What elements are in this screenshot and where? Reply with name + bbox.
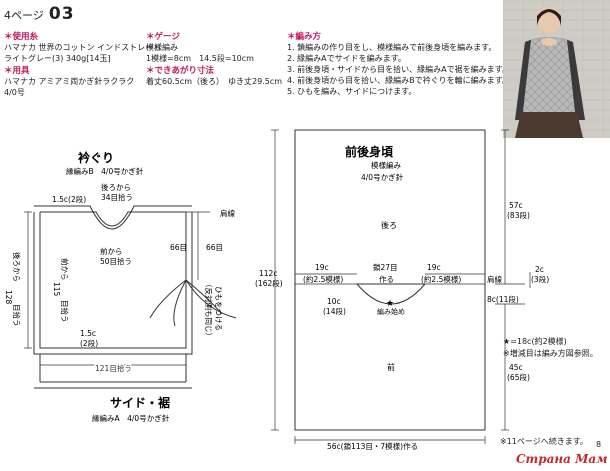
front-side-pickup: 前から 115 目拾う bbox=[52, 258, 70, 323]
method-step-4: 4. 前後身頃から目を拾い、縁編みBで衿ぐりを輪に編みます。 bbox=[287, 76, 510, 85]
back-pickup-1: 後ろから bbox=[101, 182, 131, 192]
top-rows-label: 1.5c(2段) bbox=[52, 194, 86, 204]
gauge-line-2: 1模様=8cm 14.5段=10cm bbox=[146, 54, 254, 63]
front-side-pick-2: 115 bbox=[52, 282, 61, 297]
strap-ties bbox=[149, 279, 237, 327]
gauge-line-1: 模様編み bbox=[146, 43, 178, 52]
model-illustration bbox=[503, 0, 610, 138]
body-diagram: 前後身頃 模様編み 4/0号かぎ針 後ろ 前 19c (約2.5模様) 19c … bbox=[255, 129, 549, 453]
back-side-pick-2: 128 bbox=[4, 290, 13, 305]
watermark: Страна Мам bbox=[516, 452, 608, 466]
body-title: 前後身頃 bbox=[345, 144, 394, 159]
yarn-line-2: ライトグレー(3) 340g[14玉] bbox=[4, 54, 111, 63]
method-step-5: 5. ひもを編み、サイドにつけます。 bbox=[287, 87, 417, 96]
front-pickup-2: 50目拾う bbox=[100, 256, 132, 266]
shoulder-label-right: 肩線 bbox=[487, 274, 502, 284]
right-2c-1: 2c bbox=[535, 265, 544, 274]
star-marker: ★ bbox=[386, 299, 394, 309]
page-label: 4ページ bbox=[4, 9, 44, 22]
back-side-pickup: 後ろから 128 目拾う bbox=[4, 252, 22, 327]
total-height-2: (162段) bbox=[255, 278, 283, 288]
gauge-block: ＊ゲージ 模様編み 1模様=8cm 14.5段=10cm ＊できあがり寸法 着丈… bbox=[146, 30, 282, 87]
neck-line bbox=[40, 211, 186, 227]
strap-note-1: ひもをつける bbox=[214, 286, 223, 331]
collar-edge bbox=[34, 205, 192, 230]
size-line: 着丈60.5cm（後ろ） ゆき丈29.5cm bbox=[146, 77, 283, 86]
side-pick-left: 66目 bbox=[170, 243, 187, 252]
method-block: ＊編み方 1. 鎖編みの作り目をし、模様編みで前後身頃を編みます。 2. 縁編み… bbox=[287, 30, 510, 97]
right-2c-2: (3段) bbox=[531, 274, 549, 284]
side-hem-subtitle: 縁編みA 4/0号かぎ針 bbox=[92, 413, 170, 423]
tools-line-2: 4/0号 bbox=[4, 88, 25, 97]
gauge-heading: ＊ゲージ bbox=[146, 32, 180, 42]
collar-subtitle: 縁編みB 4/0号かぎ針 bbox=[66, 166, 144, 176]
right-19-1: 19c bbox=[427, 263, 441, 272]
hem-pickup: 121目拾う bbox=[95, 363, 132, 373]
total-height-1: 112c bbox=[259, 269, 277, 278]
left-19-2: (約2.5模様) bbox=[303, 274, 343, 284]
neck-opening bbox=[355, 283, 427, 305]
method-step-1: 1. 鎖編みの作り目をし、模様編みで前後身頃を編みます。 bbox=[287, 43, 497, 52]
lower-right-2: (65段) bbox=[507, 372, 530, 382]
front-side-pick-1: 前から bbox=[60, 258, 70, 281]
left-19-1: 19c bbox=[315, 263, 329, 272]
upper-right-2: (83段) bbox=[507, 210, 530, 220]
side-hem-title: サイド・裾 bbox=[110, 395, 170, 410]
tools-line-1: ハマナカ アミアミ両かぎ針ラクラク bbox=[4, 77, 135, 86]
strap-note-2: （反対側も同じ） bbox=[204, 280, 214, 340]
star-note: ★=18c(約2模様) bbox=[503, 337, 567, 346]
right-8c: 8c(11段) bbox=[487, 294, 519, 304]
strap-note: ひもをつける （反対側も同じ） bbox=[204, 280, 223, 340]
tools-heading: ＊用具 bbox=[4, 66, 30, 76]
chain-start-1: 鎖27目 bbox=[373, 262, 398, 272]
right-19-2: (約2.5模様) bbox=[421, 274, 461, 284]
front-side-pick-3: 目拾う bbox=[60, 300, 70, 323]
body-subtitle-1: 模様編み bbox=[371, 160, 401, 170]
start-label: 編み始め bbox=[377, 307, 405, 316]
collar-title: 衿ぐり bbox=[78, 150, 114, 165]
bottom-rows-2: (2段) bbox=[80, 338, 98, 348]
body-outline bbox=[294, 129, 486, 431]
neck-10-1: 10c bbox=[327, 297, 341, 306]
continue-note: ※11ページへ続きます。 bbox=[500, 437, 588, 446]
method-step-3: 3. 前後身頃・サイドから目を拾い、縁編みAで裾を編みます。 bbox=[287, 65, 510, 74]
neck-10-2: (14段) bbox=[323, 306, 346, 316]
chain-start-2: 作る bbox=[379, 274, 394, 284]
materials-block: ＊使用糸 ハマナカ 世界のコットン インドストレート ライトグレー(3) 340… bbox=[4, 30, 161, 98]
size-heading: ＊できあがり寸法 bbox=[146, 66, 215, 76]
side-pick-right: 66目 bbox=[206, 243, 223, 252]
front-label: 前 bbox=[387, 362, 395, 372]
yarn-line-1: ハマナカ 世界のコットン インドストレート bbox=[4, 43, 162, 52]
width-bottom: 56c(鎖113目・7模様)作る bbox=[327, 441, 418, 451]
front-pickup-1: 前から bbox=[100, 246, 123, 256]
body-subtitle-2: 4/0号かぎ針 bbox=[361, 172, 404, 182]
shoulder-label-left: 肩線 bbox=[220, 208, 235, 218]
pattern-number: 03 bbox=[48, 4, 75, 24]
increase-note: ※増減目は編み方図参照。 bbox=[503, 349, 598, 358]
upper-right-1: 57c bbox=[509, 201, 523, 210]
back-pickup-2: 34目拾う bbox=[101, 192, 133, 202]
page-header: 4ページ 03 bbox=[4, 4, 75, 24]
edging-outline bbox=[33, 212, 193, 355]
bottom-rows-1: 1.5c bbox=[80, 329, 96, 338]
lower-right-1: 45c bbox=[509, 363, 523, 372]
side-hem-diagram: 衿ぐり 縁編みB 4/0号かぎ針 1.5c(2段) 後ろから 34目拾う 前から… bbox=[4, 150, 237, 423]
yarn-heading: ＊使用糸 bbox=[4, 32, 39, 42]
method-heading: ＊編み方 bbox=[287, 32, 322, 42]
back-side-pick-3: 目拾う bbox=[12, 304, 22, 327]
corner-page-number: 8 bbox=[596, 440, 602, 449]
method-step-2: 2. 縁編みAでサイドを編みます。 bbox=[287, 54, 406, 63]
back-side-pick-1: 後ろから bbox=[12, 252, 22, 282]
model-photo bbox=[503, 0, 610, 138]
back-label: 後ろ bbox=[381, 220, 397, 230]
